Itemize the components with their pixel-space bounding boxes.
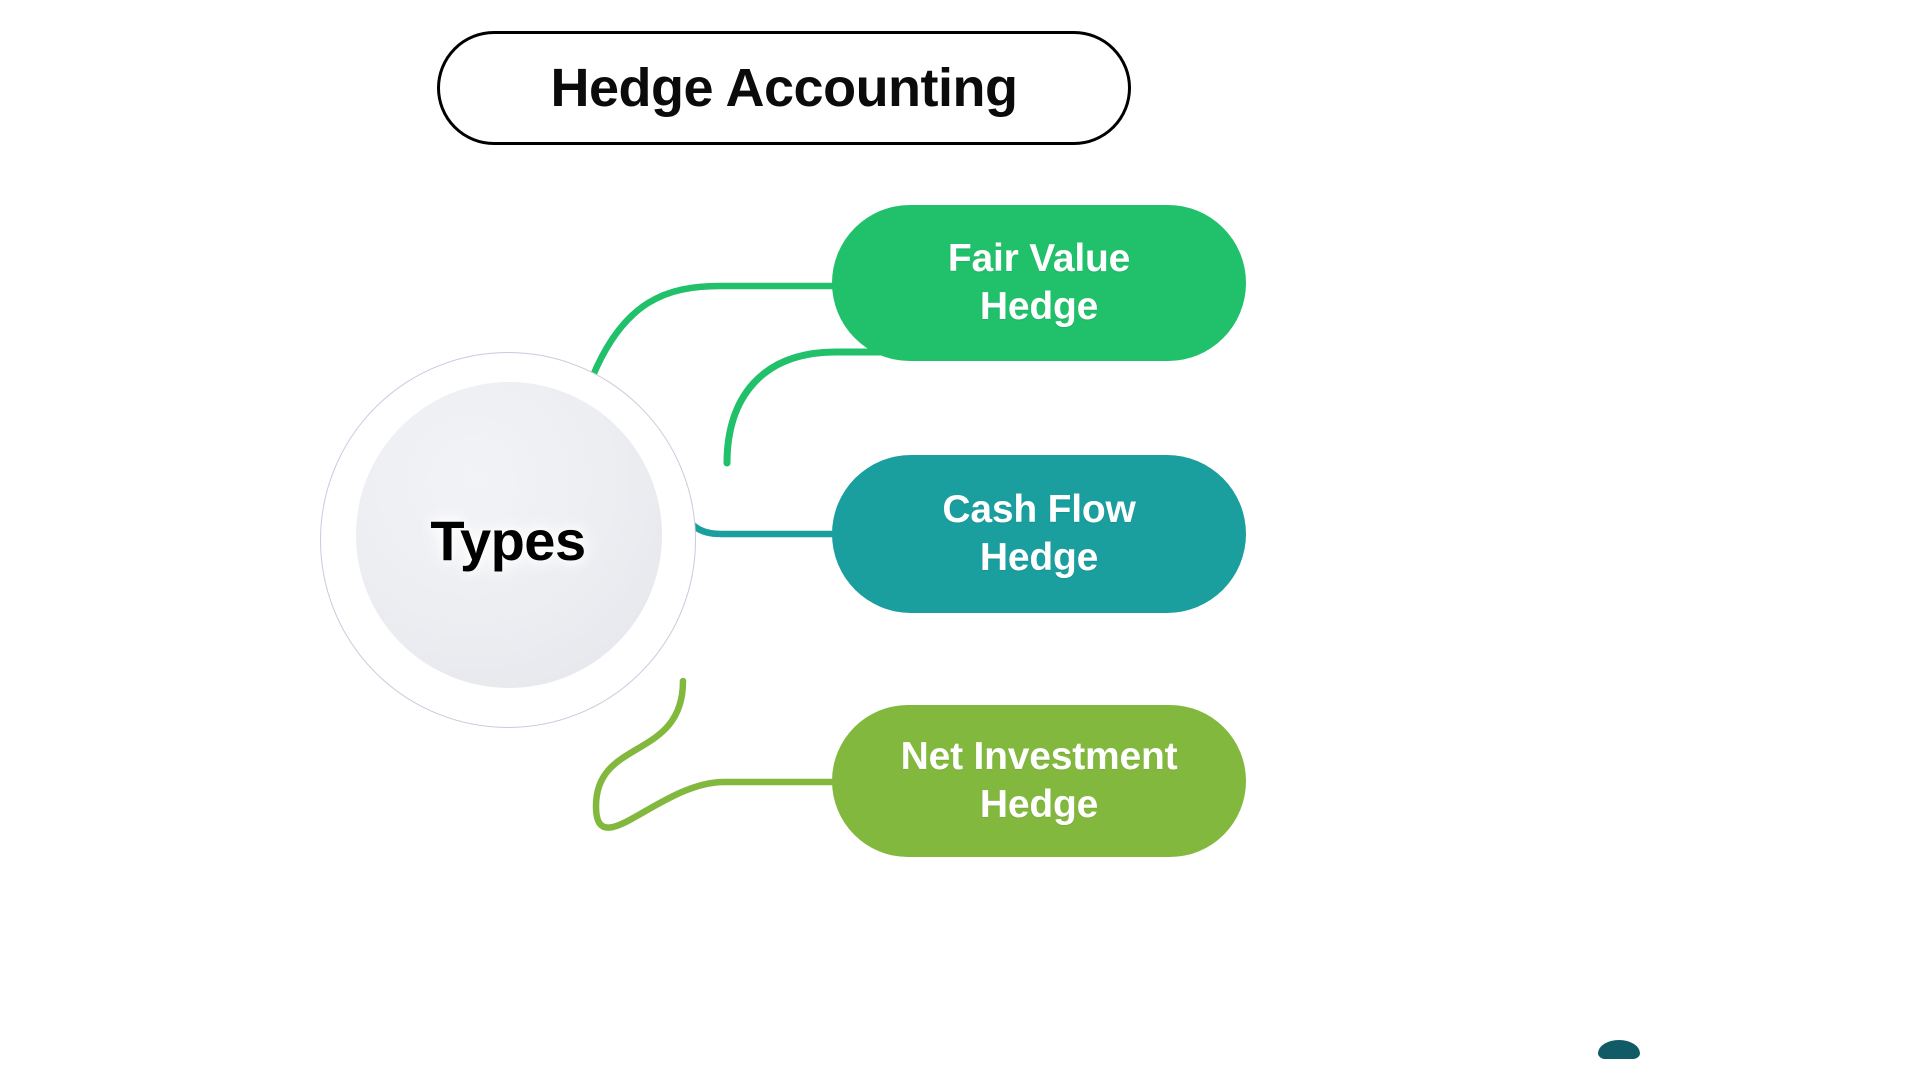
branch-label-cash-flow-hedge: Cash Flow Hedge [942, 486, 1135, 581]
branch-label-line-1: Cash Flow [942, 488, 1136, 532]
branch-label-line-1: Fair Value [947, 237, 1131, 281]
central-node-types[interactable]: Types [320, 352, 696, 728]
branch-label-line-2: Hedge [979, 536, 1099, 579]
branch-node-cash-flow-hedge[interactable]: Cash Flow Hedge [832, 455, 1246, 613]
central-node-disc [356, 382, 662, 688]
connector-fair-value-hedge [723, 348, 1034, 467]
page-title: Hedge Accounting [550, 58, 1018, 118]
branch-node-fair-value-hedge[interactable]: Fair Value Hedge [832, 205, 1246, 361]
branch-label-line-2: Hedge [979, 285, 1099, 328]
branch-label-net-investment-hedge: Net Investment Hedge [901, 733, 1178, 828]
central-node-label: Types [430, 508, 586, 572]
branch-label-line-2: Hedge [979, 783, 1099, 826]
branch-label-fair-value-hedge: Fair Value Hedge [948, 235, 1130, 330]
branch-label-line-1: Net Investment [900, 735, 1178, 779]
branch-node-net-investment-hedge[interactable]: Net Investment Hedge [832, 705, 1246, 857]
decorative-artifact [1598, 1040, 1640, 1059]
page-title-pill: Hedge Accounting [437, 31, 1131, 145]
